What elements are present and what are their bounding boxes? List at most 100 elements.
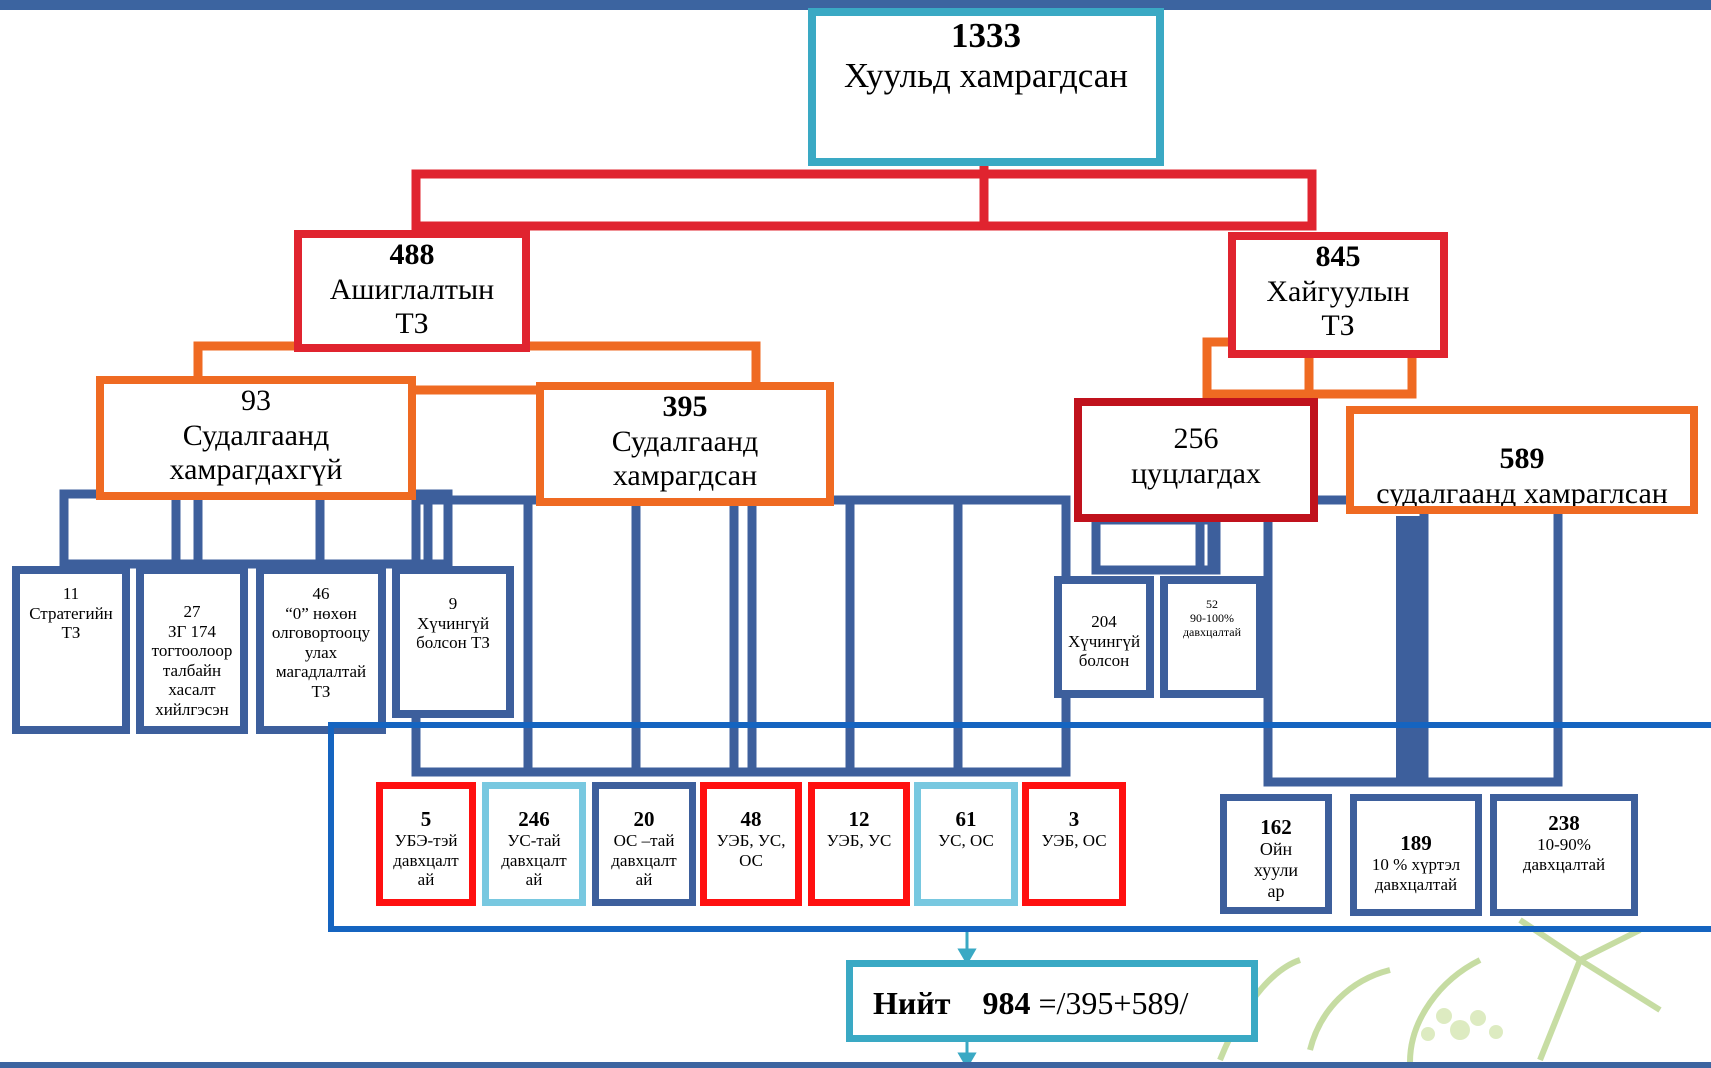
- child-line: болсон ТЗ: [416, 633, 490, 653]
- child-line: Хүчингүй: [1067, 631, 1141, 651]
- explore-line: Ойн: [1259, 839, 1293, 860]
- overlap-line: ай: [525, 870, 543, 890]
- child-line: давхцалтай: [1182, 624, 1242, 639]
- overlap-us-box: 246 УС-тай давхцалт ай: [482, 782, 586, 906]
- explore-number: 189: [1400, 831, 1432, 855]
- exploitation-box: 488 Ашиглалтын ТЗ: [294, 230, 530, 352]
- total-box: Нийт 984 =/395+589/: [846, 960, 1258, 1042]
- overlap-us-os-box: 61 УС, ОС: [914, 782, 1018, 906]
- overlap-line: ОС: [739, 850, 763, 870]
- overlap-line: ОС –тай: [613, 831, 675, 851]
- exploration-box: 845 Хайгуулын ТЗ: [1228, 232, 1448, 358]
- exploration-label-2: ТЗ: [1321, 309, 1355, 342]
- forest-law-box: 162 Ойн хуули ар: [1220, 794, 1332, 914]
- top-bar: [0, 0, 1711, 10]
- strategic-tz-box: 11 Стратегийн ТЗ: [12, 566, 130, 734]
- child-line: талбайн: [162, 660, 222, 680]
- explore-line: ар: [1267, 880, 1285, 901]
- explore-line: давхцалтай: [1374, 874, 1458, 894]
- child-line: улах: [304, 642, 338, 662]
- not-studied-box: 93 Судалгаанд хамрагдахгүй: [96, 376, 416, 500]
- child-line: хасалт: [168, 680, 216, 700]
- child-line: болсон: [1078, 651, 1130, 671]
- exploration-label: Хайгуулын: [1266, 274, 1410, 308]
- overlap-line: УС-тай: [507, 831, 561, 851]
- overlap-number: 20: [633, 807, 655, 831]
- explore-number: 238: [1548, 811, 1580, 835]
- child-line: ТЗ: [61, 623, 81, 643]
- overlap-number: 12: [848, 807, 870, 831]
- zero-compensation-box: 46 “0” нөхөн олговортооцу улах магадлалт…: [256, 566, 386, 734]
- overlap-ueb-os-box: 3 УЭБ, ОС: [1022, 782, 1126, 906]
- cancel-box: 256 цуцлагдах: [1074, 398, 1318, 522]
- overlap-line: УС, ОС: [938, 831, 994, 851]
- overlap-number: 5: [420, 807, 432, 831]
- invalid-204-box: 204 Хүчингүй болсон: [1054, 576, 1154, 698]
- child-line: “0” нөхөн: [285, 603, 357, 623]
- explore-number: 162: [1260, 815, 1292, 839]
- explore-line: 10-90%: [1537, 835, 1591, 855]
- explore-line: давхцалтай: [1522, 854, 1606, 874]
- explore-line: хуули: [1253, 859, 1299, 880]
- explore-line: 10 % хүртэл: [1371, 855, 1461, 875]
- studied-589-label: судалгаанд хамраглсан: [1376, 476, 1668, 510]
- exploitation-label-2: ТЗ: [395, 307, 429, 340]
- total-label: Нийт: [873, 985, 951, 1021]
- root-number: 1333: [951, 16, 1021, 55]
- overlap-line: давхцалт: [393, 850, 459, 870]
- bottom-bar: [0, 1062, 1711, 1068]
- child-number: 46: [312, 584, 330, 603]
- overlap-line: давхцалт: [501, 850, 567, 870]
- child-line: хийлгэсэн: [155, 699, 229, 719]
- overlap-frame: [328, 722, 1711, 932]
- overlap-line: УБЭ-тэй: [394, 831, 458, 851]
- cancel-label: цуцлагдах: [1131, 456, 1261, 490]
- overlap-line: УЭБ, УС,: [716, 831, 786, 851]
- child-line: олговортооцу: [271, 623, 371, 643]
- overlap-10-90pct-box: 238 10-90% давхцалтай: [1490, 794, 1638, 916]
- exploitation-label: Ашиглалтын: [329, 272, 495, 306]
- child-line: магадлалтай: [275, 662, 367, 682]
- root-box: 1333 Хуульд хамрагдсан: [808, 8, 1164, 166]
- overlap-number: 246: [518, 807, 550, 831]
- overlap-line: УЭБ, УС: [826, 831, 892, 851]
- overlap-line: УЭБ, ОС: [1041, 831, 1107, 851]
- overlap-number: 3: [1068, 807, 1080, 831]
- child-line: Хүчингүй: [416, 613, 490, 633]
- studied-395-label: Судалгаанд: [611, 424, 759, 458]
- overlap-ueb-us-os-box: 48 УЭБ, УС, ОС: [700, 782, 802, 906]
- total-formula: =/395+589/: [1038, 985, 1189, 1021]
- gov-resolution-box: 27 ЗГ 174 тогтоолоор талбайн хасалт хийл…: [136, 566, 248, 734]
- not-studied-label: Судалгаанд: [182, 418, 330, 452]
- overlap-line: ай: [635, 870, 653, 890]
- overlap-ube-box: 5 УБЭ-тэй давхцалт ай: [376, 782, 476, 906]
- exploration-number: 845: [1315, 240, 1361, 273]
- overlap-ueb-us-box: 12 УЭБ, УС: [808, 782, 910, 906]
- studied-589-box: 589 судалгаанд хамраглсан: [1346, 406, 1698, 514]
- overlap-number: 61: [955, 807, 977, 831]
- invalid-tz-box: 9 Хүчингүй болсон ТЗ: [392, 566, 514, 718]
- exploitation-number: 488: [389, 238, 435, 271]
- overlap-line: давхцалт: [611, 850, 677, 870]
- overlap-number: 48: [740, 807, 762, 831]
- studied-395-number: 395: [662, 390, 708, 423]
- child-number: 11: [62, 584, 80, 603]
- child-number: 204: [1091, 612, 1117, 631]
- child-line: ТЗ: [311, 681, 331, 701]
- overlap-52-box: 52 90-100% давхцалтай: [1160, 576, 1264, 698]
- cancel-number: 256: [1173, 422, 1219, 455]
- studied-589-number: 589: [1499, 442, 1545, 475]
- leaf-watermark: [1217, 917, 1662, 1062]
- not-studied-label-2: хамрагдахгүй: [169, 453, 343, 486]
- child-line: Стратегийн: [29, 603, 113, 623]
- child-line: 90-100%: [1190, 610, 1234, 625]
- overlap-10pct-box: 189 10 % хүртэл давхцалтай: [1350, 794, 1482, 916]
- not-studied-number: 93: [241, 384, 271, 417]
- overlap-line: ай: [417, 870, 435, 890]
- root-label: Хуульд хамрагдсан: [843, 56, 1129, 96]
- child-number: 52: [1206, 597, 1218, 611]
- child-number: 27: [183, 602, 201, 621]
- child-line: тогтоолоор: [151, 641, 233, 661]
- studied-395-label-2: хамрагдсан: [612, 459, 758, 492]
- overlap-os-box: 20 ОС –тай давхцалт ай: [592, 782, 696, 906]
